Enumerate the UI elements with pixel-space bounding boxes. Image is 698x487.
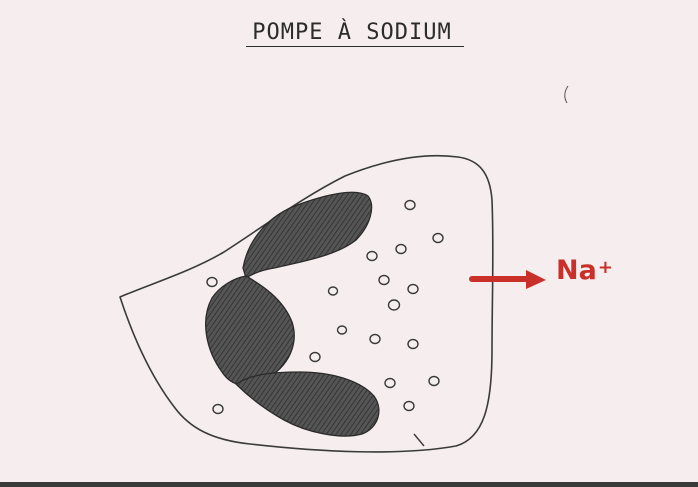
- ion-particle: [367, 252, 377, 261]
- ion-particle: [385, 379, 395, 388]
- ion-particle: [404, 402, 414, 411]
- ion-particle: [405, 201, 415, 210]
- sodium-ion-label: Na+: [556, 257, 613, 284]
- ion-particle: [433, 234, 443, 243]
- stray-mark: [565, 86, 568, 103]
- export-arrow: [472, 270, 546, 289]
- slide-bottom-edge: [0, 482, 698, 487]
- pump-protein-upper-lobe: [243, 192, 372, 278]
- ion-particle: [310, 353, 320, 362]
- pump-protein-lower-lobe: [236, 372, 379, 436]
- outline-notch: [414, 434, 424, 446]
- ion-particle: [370, 335, 380, 344]
- ion-particle: [207, 278, 217, 287]
- pump-protein-middle-lobe: [206, 276, 295, 385]
- ion-particle: [338, 326, 347, 334]
- ion-particle: [389, 300, 400, 310]
- ion-particle: [408, 285, 418, 294]
- ion-particle: [408, 340, 418, 349]
- ion-symbol: Na: [556, 255, 597, 286]
- ion-particle: [213, 405, 223, 414]
- ion-particle: [396, 245, 406, 254]
- ion-particle: [429, 377, 439, 386]
- ion-charge: +: [598, 257, 613, 278]
- ion-particle: [379, 276, 389, 285]
- ion-particle: [329, 287, 338, 295]
